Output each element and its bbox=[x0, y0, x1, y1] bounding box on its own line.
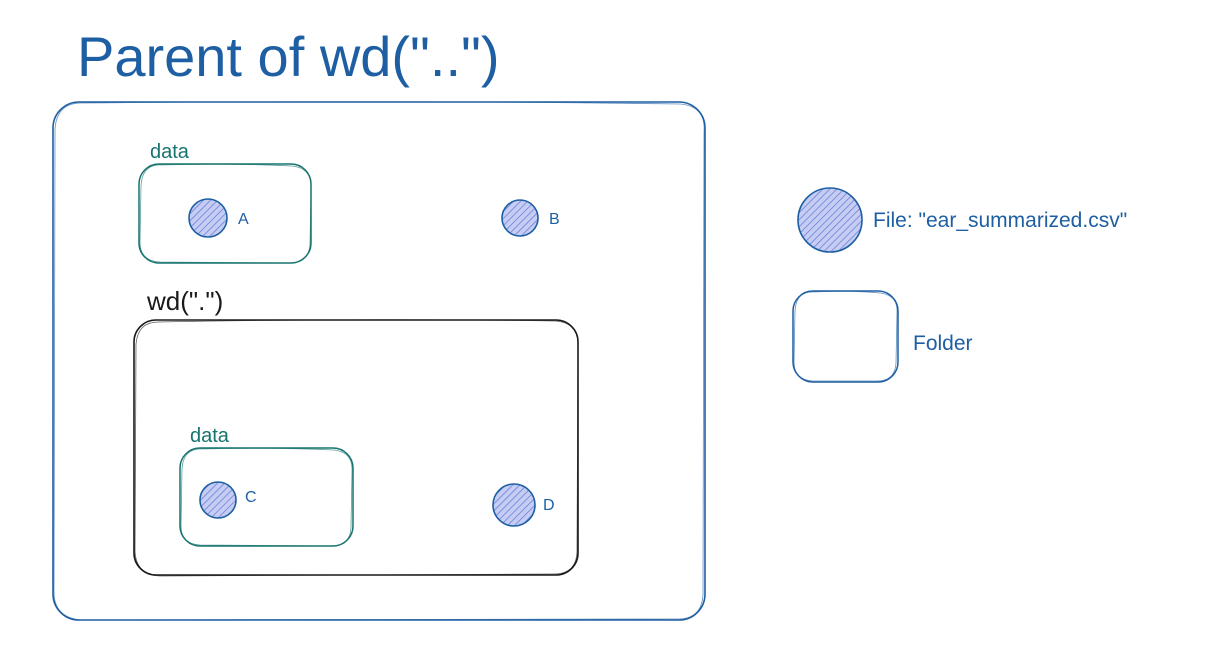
parent-folder-box-sketch bbox=[53, 101, 705, 621]
file-c-label: C bbox=[245, 489, 257, 506]
diagram-title: Parent of wd("..") bbox=[77, 25, 500, 88]
file-b-label: B bbox=[549, 211, 560, 228]
parent-folder-box bbox=[52, 101, 706, 621]
file-d-label: D bbox=[543, 497, 555, 514]
file-a-icon bbox=[188, 198, 228, 238]
working-dir-box-sketch bbox=[134, 319, 579, 577]
legend-file-label: File: "ear_summarized.csv" bbox=[873, 209, 1127, 232]
legend-folder-icon bbox=[792, 290, 899, 383]
parent-data-folder-label: data bbox=[150, 141, 190, 163]
legend-file-icon bbox=[797, 187, 863, 253]
working-dir-label: wd(".") bbox=[146, 286, 223, 316]
legend-folder-label: Folder bbox=[913, 332, 973, 355]
file-a-label: A bbox=[238, 211, 249, 228]
file-d-icon bbox=[492, 483, 536, 527]
wd-data-folder-box-sketch bbox=[180, 447, 353, 547]
file-b-icon bbox=[501, 199, 539, 237]
parent-data-folder-box-sketch bbox=[139, 163, 312, 264]
legend-folder-icon-sketch bbox=[793, 290, 898, 382]
file-c-icon bbox=[199, 481, 237, 519]
wd-data-folder-label: data bbox=[190, 425, 230, 447]
